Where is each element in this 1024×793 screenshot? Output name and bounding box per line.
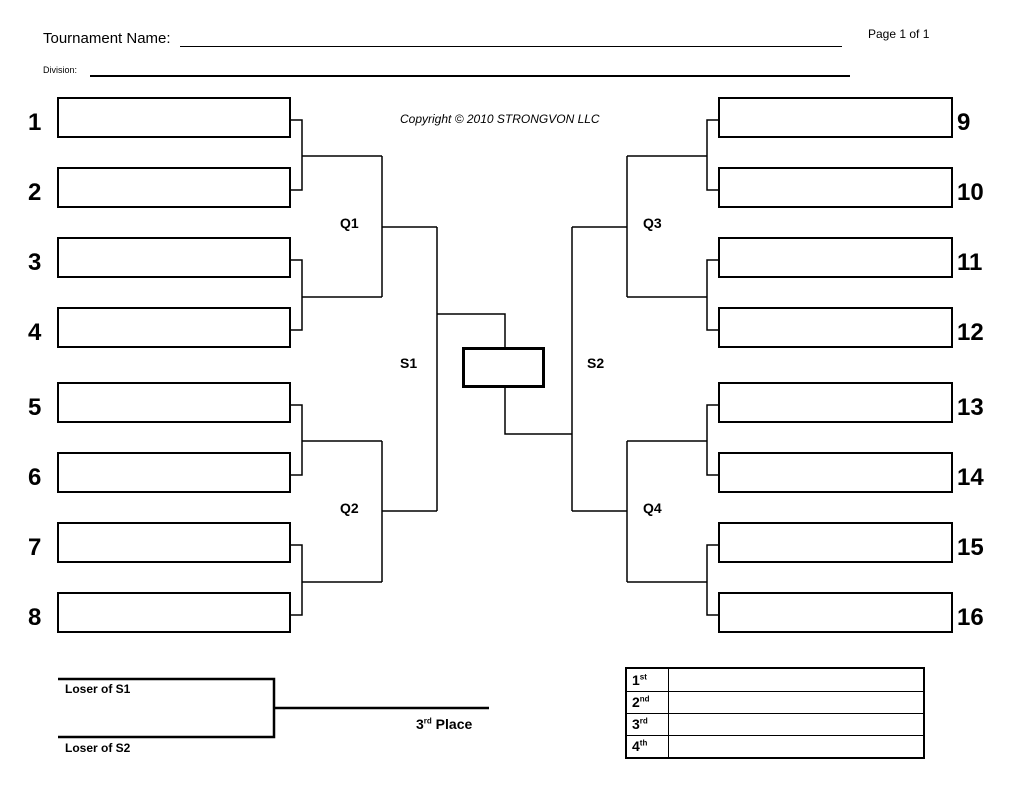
seed-number-12: 12 <box>957 319 984 346</box>
placing-field-1[interactable] <box>668 669 924 691</box>
placing-ordinal-1: 1st <box>632 672 647 688</box>
seed-number-5: 5 <box>28 394 42 421</box>
third-place-label: 3rd Place <box>416 716 473 732</box>
seed-number-9: 9 <box>957 109 971 136</box>
entry-box-15[interactable] <box>718 522 953 563</box>
placing-row-3: 3rd <box>627 713 923 736</box>
round-label-q4: Q4 <box>643 500 662 516</box>
page-indicator: Page 1 of 1 <box>868 27 930 41</box>
entry-box-11[interactable] <box>718 237 953 278</box>
entry-box-16[interactable] <box>718 592 953 633</box>
entry-box-12[interactable] <box>718 307 953 348</box>
champion-box[interactable] <box>462 347 545 388</box>
seed-number-7: 7 <box>28 534 42 561</box>
seed-number-14: 14 <box>957 464 984 491</box>
placings-table: 1st 2nd 3rd 4th <box>625 667 925 759</box>
placing-row-4: 4th <box>627 735 923 757</box>
placing-field-2[interactable] <box>668 691 924 713</box>
seed-number-6: 6 <box>28 464 42 491</box>
entry-box-14[interactable] <box>718 452 953 493</box>
seed-number-11: 11 <box>957 249 983 276</box>
loser-of-s2-label: Loser of S2 <box>65 741 131 755</box>
placing-field-4[interactable] <box>668 735 924 757</box>
entry-box-8[interactable] <box>57 592 291 633</box>
seed-number-1: 1 <box>28 109 42 136</box>
seed-number-10: 10 <box>957 179 984 206</box>
seed-number-13: 13 <box>957 394 984 421</box>
seed-number-8: 8 <box>28 604 42 631</box>
placing-ordinal-3: 3rd <box>632 716 648 732</box>
round-label-q2: Q2 <box>340 500 359 516</box>
division-label: Division: <box>43 65 78 75</box>
placing-row-2: 2nd <box>627 691 923 714</box>
tournament-name-label: Tournament Name: <box>43 30 171 47</box>
entry-box-2[interactable] <box>57 167 291 208</box>
loser-of-s1-label: Loser of S1 <box>65 682 131 696</box>
round-label-q3: Q3 <box>643 215 662 231</box>
entry-box-5[interactable] <box>57 382 291 423</box>
placing-row-1: 1st <box>627 669 923 692</box>
round-label-q1: Q1 <box>340 215 359 231</box>
placing-field-3[interactable] <box>668 713 924 735</box>
placing-ordinal-2: 2nd <box>632 694 650 710</box>
division-field[interactable] <box>90 75 850 77</box>
entry-box-3[interactable] <box>57 237 291 278</box>
entry-box-4[interactable] <box>57 307 291 348</box>
copyright-notice: Copyright © 2010 STRONGVON LLC <box>400 112 600 126</box>
entry-box-13[interactable] <box>718 382 953 423</box>
entry-box-9[interactable] <box>718 97 953 138</box>
seed-number-4: 4 <box>28 319 42 346</box>
entry-box-10[interactable] <box>718 167 953 208</box>
entry-box-6[interactable] <box>57 452 291 493</box>
seed-number-15: 15 <box>957 534 984 561</box>
entry-box-7[interactable] <box>57 522 291 563</box>
entry-box-1[interactable] <box>57 97 291 138</box>
placing-ordinal-4: 4th <box>632 738 648 754</box>
tournament-name-field[interactable] <box>180 46 842 47</box>
seed-number-2: 2 <box>28 179 42 206</box>
seed-number-3: 3 <box>28 249 42 276</box>
seed-number-16: 16 <box>957 604 984 631</box>
round-label-s1: S1 <box>400 355 418 371</box>
round-label-s2: S2 <box>587 355 605 371</box>
